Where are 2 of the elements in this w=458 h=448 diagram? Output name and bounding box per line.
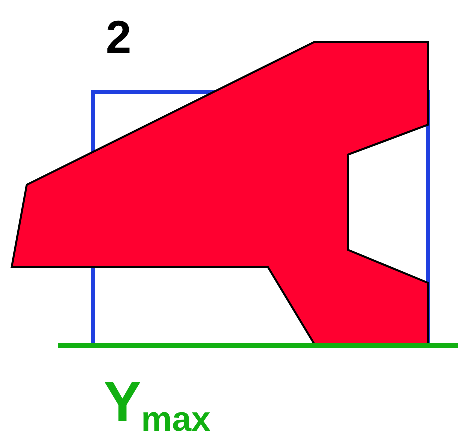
- view-number: 2: [106, 14, 132, 60]
- axis-label: Y$_{max}$: [104, 374, 211, 430]
